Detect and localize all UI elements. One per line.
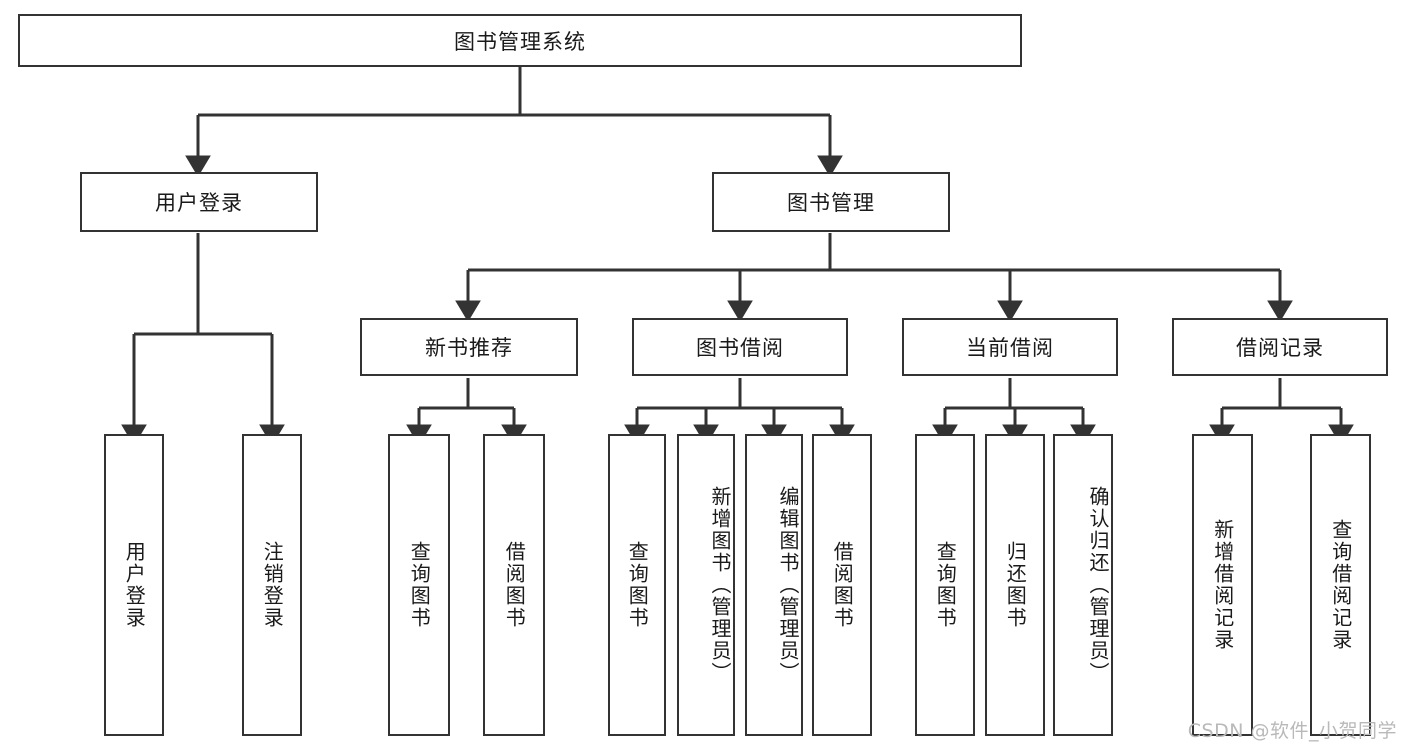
leaf-label: 用户登录 <box>122 541 147 629</box>
node-new-book-recommend-label: 新书推荐 <box>425 336 513 360</box>
node-borrow-record[interactable]: 借阅记录 <box>1172 318 1388 376</box>
leaf-current-borrow-return[interactable]: 归还图书 <box>985 434 1045 736</box>
leaf-label: 借阅图书 <box>830 541 855 629</box>
node-book-borrow[interactable]: 图书借阅 <box>632 318 848 376</box>
node-user-login[interactable]: 用户登录 <box>80 172 318 232</box>
leaf-borrow-record-query[interactable]: 查询借阅记录 <box>1310 434 1371 736</box>
node-new-book-recommend[interactable]: 新书推荐 <box>360 318 578 376</box>
leaf-user-login-logout[interactable]: 注销登录 <box>242 434 302 736</box>
node-user-login-label: 用户登录 <box>155 191 243 215</box>
leaf-label: 查询图书 <box>625 541 650 629</box>
leaf-label: 查询图书 <box>933 541 958 629</box>
leaf-current-borrow-confirm[interactable]: 确认归还（管理员） <box>1053 434 1113 736</box>
leaf-label: 查询借阅记录 <box>1328 519 1353 651</box>
leaf-label: 确认归还（管理员） <box>1086 486 1110 684</box>
leaf-label: 查询图书 <box>407 541 432 629</box>
node-borrow-record-label: 借阅记录 <box>1236 336 1324 360</box>
leaf-book-borrow-add[interactable]: 新增图书（管理员） <box>677 434 735 736</box>
leaf-new-book-query[interactable]: 查询图书 <box>388 434 450 736</box>
node-root-label: 图书管理系统 <box>454 29 586 54</box>
leaf-book-borrow-borrow[interactable]: 借阅图书 <box>812 434 872 736</box>
leaf-label: 编辑图书（管理员） <box>776 486 800 684</box>
node-root[interactable]: 图书管理系统 <box>18 14 1022 67</box>
leaf-book-borrow-query[interactable]: 查询图书 <box>608 434 666 736</box>
node-book-management[interactable]: 图书管理 <box>712 172 950 232</box>
node-current-borrow-label: 当前借阅 <box>966 336 1054 360</box>
node-book-borrow-label: 图书借阅 <box>696 336 784 360</box>
leaf-label: 借阅图书 <box>502 541 527 629</box>
leaf-book-borrow-edit[interactable]: 编辑图书（管理员） <box>745 434 803 736</box>
node-book-management-label: 图书管理 <box>787 191 875 215</box>
leaf-borrow-record-add[interactable]: 新增借阅记录 <box>1192 434 1253 736</box>
leaf-label: 注销登录 <box>260 541 285 629</box>
leaf-label: 归还图书 <box>1003 541 1028 629</box>
leaf-current-borrow-query[interactable]: 查询图书 <box>915 434 975 736</box>
node-current-borrow[interactable]: 当前借阅 <box>902 318 1118 376</box>
leaf-new-book-borrow[interactable]: 借阅图书 <box>483 434 545 736</box>
leaf-user-login-login[interactable]: 用户登录 <box>104 434 164 736</box>
leaf-label: 新增图书（管理员） <box>708 486 732 684</box>
leaf-label: 新增借阅记录 <box>1210 519 1235 651</box>
